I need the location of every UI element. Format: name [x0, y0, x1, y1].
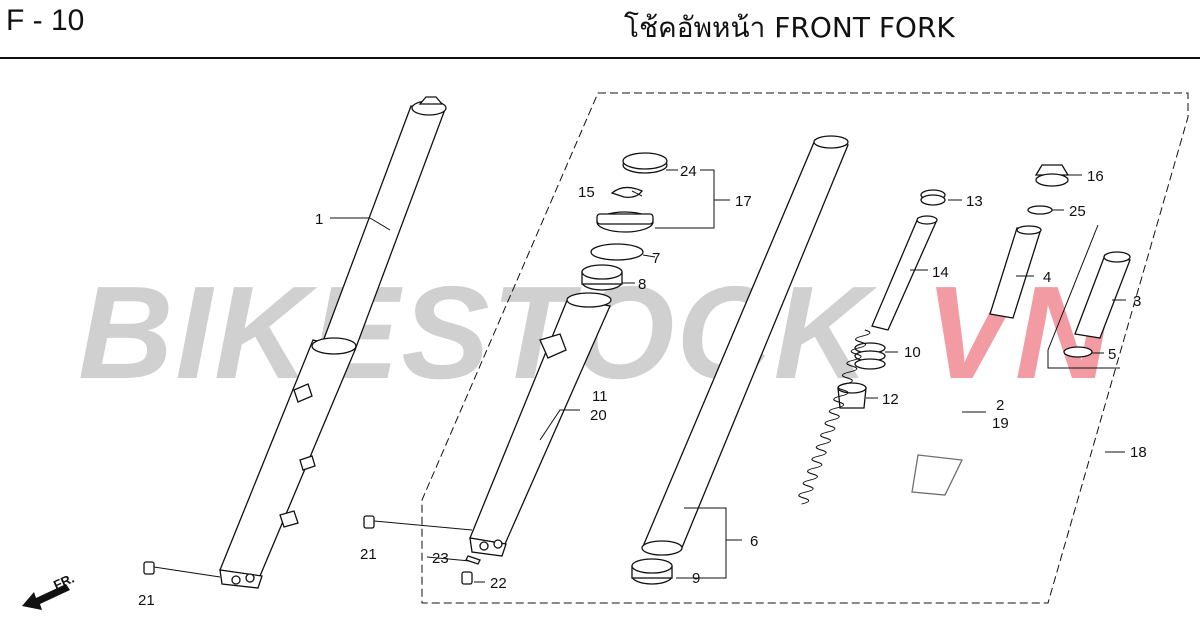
callout-11: 11: [592, 388, 608, 405]
front-arrow-icon: [22, 584, 70, 610]
fork-spring: [798, 329, 963, 505]
callout-21-left: 21: [138, 592, 155, 609]
callout-21-center: 21: [360, 546, 377, 563]
callout-12: 12: [882, 391, 899, 408]
front-direction-indicator: FR.: [22, 571, 76, 610]
callout-25: 25: [1069, 203, 1086, 220]
callout-13: 13: [966, 193, 983, 210]
cap-and-spacers: [989, 164, 1131, 369]
washer-7: [590, 243, 644, 261]
callout-22: 22: [490, 575, 507, 592]
clip-15: [610, 186, 644, 199]
bolt-21-center: [363, 515, 375, 529]
seal-stack: [581, 152, 668, 291]
callout-10: 10: [904, 344, 921, 361]
callout-6: 6: [750, 533, 758, 550]
outer-tube: [469, 292, 612, 557]
o-ring-25: [1027, 205, 1053, 215]
header-divider: [0, 57, 1200, 59]
leader-lines: [330, 169, 1126, 583]
page-title: โช้คอัพหน้า FRONT FORK: [624, 11, 955, 44]
fork-assembly-left: [219, 96, 447, 589]
callout-9: 9: [692, 570, 700, 587]
page-code: F - 10: [6, 4, 85, 37]
damper-rod-group: [837, 189, 946, 409]
inner-tube: [631, 135, 849, 585]
callout-2: 2: [996, 397, 1004, 414]
callout-7: 7: [652, 250, 660, 267]
callout-18: 18: [1130, 444, 1147, 461]
callout-4: 4: [1043, 269, 1051, 286]
callout-14: 14: [932, 264, 949, 281]
callout-20: 20: [590, 407, 607, 424]
bolts: [143, 515, 481, 585]
callout-3: 3: [1133, 293, 1141, 310]
callout-17: 17: [735, 193, 752, 210]
bolt-21-left: [143, 561, 155, 575]
callout-labels: 1 2 3 4 5 6 7 8 9 10 11 12 13 14 15 16 1…: [138, 163, 1147, 609]
assembly-boundary: [421, 92, 1189, 604]
callout-5: 5: [1108, 346, 1116, 363]
bolt-22: [461, 571, 473, 585]
pin-23: [465, 555, 481, 565]
callout-15: 15: [578, 184, 595, 201]
washer-5: [1063, 346, 1093, 358]
callout-19: 19: [992, 415, 1009, 432]
callout-23: 23: [432, 550, 449, 567]
callout-8: 8: [638, 276, 646, 293]
front-label: FR.: [51, 571, 76, 593]
callout-16: 16: [1087, 168, 1104, 185]
callout-24: 24: [680, 163, 697, 180]
callout-1: 1: [315, 211, 323, 228]
